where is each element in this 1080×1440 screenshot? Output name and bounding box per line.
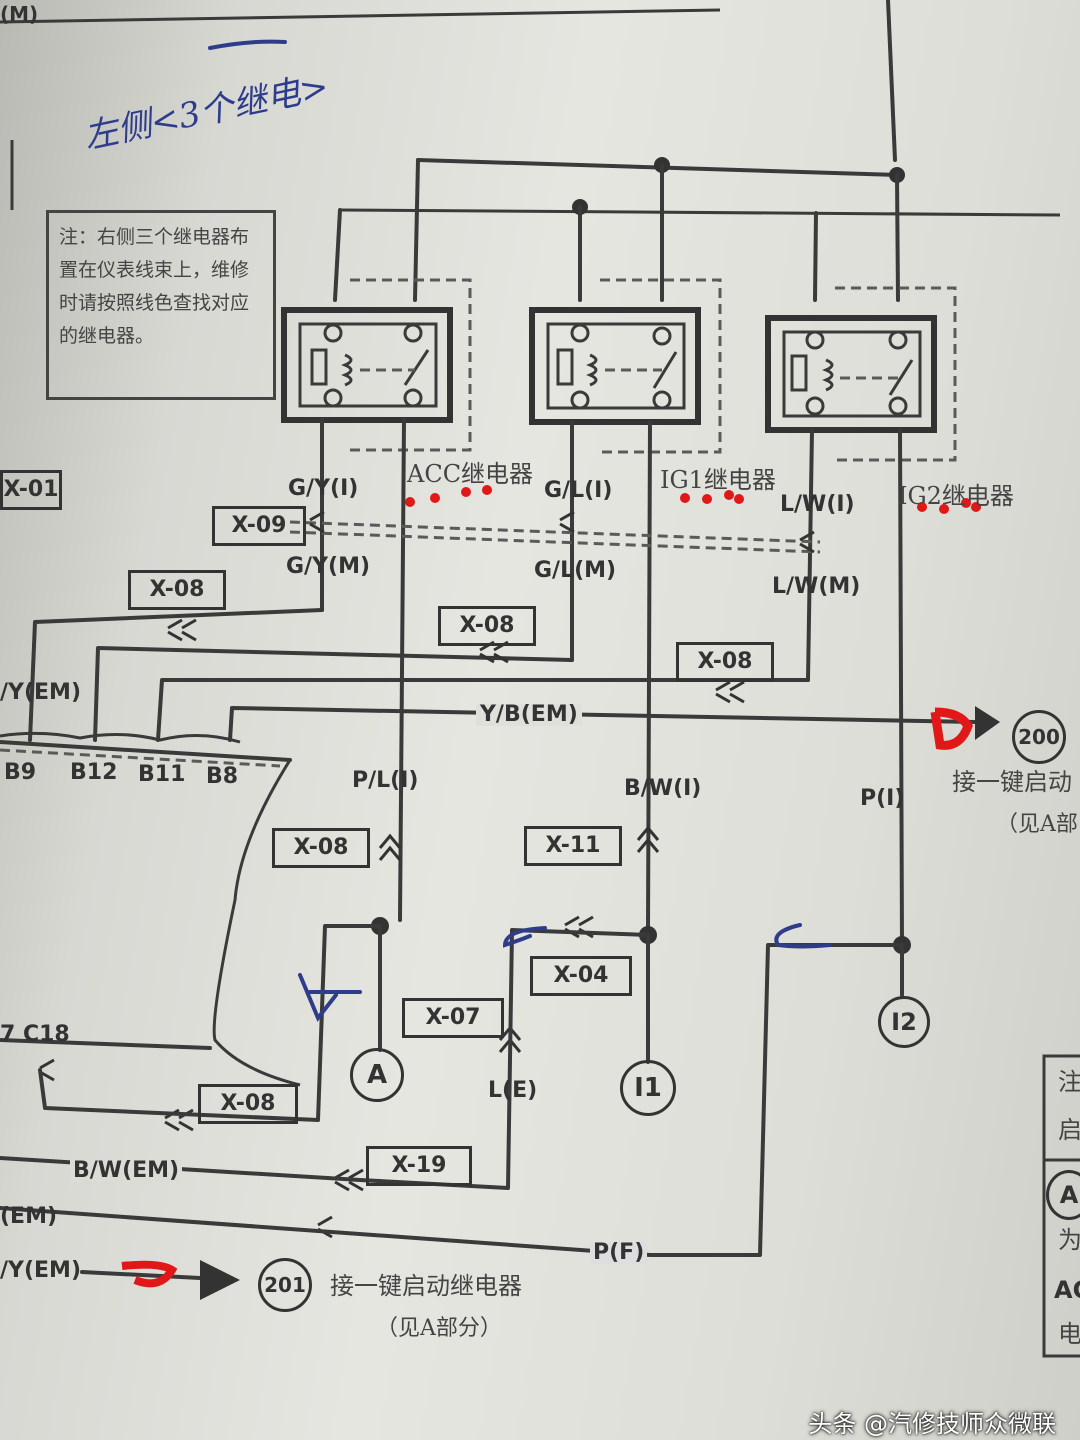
relay-ig1-name: IG1继电器	[660, 466, 776, 494]
connector-x01: X-01	[0, 470, 62, 510]
wire-lw-i: L/W(I)	[780, 492, 855, 517]
connector-x09: X-09	[212, 506, 306, 546]
edge-char-1: 注	[1058, 1068, 1080, 1096]
connector-x08-b: X-08	[438, 606, 536, 646]
pf-wire	[0, 943, 904, 1257]
ybem-wire	[228, 706, 977, 742]
terminal-200: 200	[1012, 710, 1066, 764]
ref-201-line2: （见A部分）	[376, 1316, 502, 1341]
wire-gl-i: G/L(I)	[544, 478, 613, 503]
terminal-201: 201	[258, 1258, 312, 1312]
red-mark-200	[930, 707, 973, 750]
wire-p-f: P(F)	[590, 1242, 648, 1264]
bw-wire	[646, 420, 652, 932]
note-box: 注：右侧三个继电器布置在仪表线束上，维修时请按照线色查找对应的继电器。	[46, 210, 276, 400]
connector-x11: X-11	[524, 826, 622, 866]
terminal-i2: I2	[878, 996, 930, 1048]
edge-char-4: AC	[1054, 1276, 1080, 1304]
wire-gl-m: G/L(M)	[534, 558, 617, 583]
connector-x08-e: X-08	[198, 1084, 298, 1124]
pen-stroke	[208, 39, 287, 50]
connector-x08-d: X-08	[272, 828, 370, 868]
connector-x07: X-07	[402, 998, 504, 1038]
pin-b8: B8	[206, 764, 239, 789]
right-border-line	[886, 0, 897, 162]
top-border-line	[0, 8, 721, 24]
pin-b11: B11	[138, 762, 186, 787]
wire-gy-m: G/Y(M)	[286, 554, 371, 579]
terminal-a: A	[350, 1048, 404, 1102]
wire-l-e: L(E)	[488, 1078, 538, 1103]
connector-x19: X-19	[366, 1146, 472, 1186]
edge-char-5: 电	[1058, 1320, 1080, 1348]
watermark: 头条 @汽修技师众微联	[808, 1410, 1056, 1438]
wire-em: (EM)	[0, 1204, 58, 1229]
wire-yem-bottom: /Y(EM)	[0, 1258, 81, 1283]
wire-yem-left: /Y(EM)	[0, 680, 81, 705]
relay-ig1	[529, 307, 701, 425]
ref-200-line1: 接一键启动	[952, 768, 1072, 796]
wire-pl-i: P/L(I)	[352, 768, 419, 793]
relay-ig2	[765, 315, 937, 433]
p-wire	[898, 428, 904, 947]
wire-bw-em: B/W(EM)	[70, 1160, 183, 1182]
wire-lw-m: L/W(M)	[772, 574, 861, 599]
wire-ybem: Y/B(EM)	[476, 704, 582, 726]
terminal-i1: I1	[620, 1060, 676, 1116]
pin-c18: 7 C18	[0, 1022, 70, 1047]
wire-gy-i: G/Y(I)	[288, 476, 359, 501]
connector-x04: X-04	[530, 956, 632, 996]
wire-p-i: P(I)	[860, 786, 905, 811]
edge-circle-a: A	[1046, 1170, 1080, 1220]
red-mark-201	[121, 1260, 178, 1288]
relay-ig2-name: IG2继电器	[898, 482, 1014, 510]
ref-201-line1: 接一键启动继电器	[330, 1272, 522, 1300]
connector-x08-c: X-08	[676, 642, 774, 682]
bwem-wire	[0, 928, 650, 1190]
edge-char-2: 启	[1058, 1116, 1080, 1144]
pin-m-top: (M)	[0, 2, 39, 26]
connector-x08-a: X-08	[128, 570, 226, 610]
relay-acc	[281, 307, 453, 423]
pin-b12: B12	[70, 760, 118, 785]
edge-char-3: 为	[1058, 1226, 1080, 1254]
upper-bus-wire	[339, 208, 1061, 217]
relay-acc-name: ACC继电器	[407, 460, 534, 488]
wire-bw-i: B/W(I)	[624, 776, 702, 801]
ref-200-line2: （见A部	[996, 812, 1078, 837]
pin-b9: B9	[4, 760, 37, 785]
pl-wire	[398, 418, 406, 922]
